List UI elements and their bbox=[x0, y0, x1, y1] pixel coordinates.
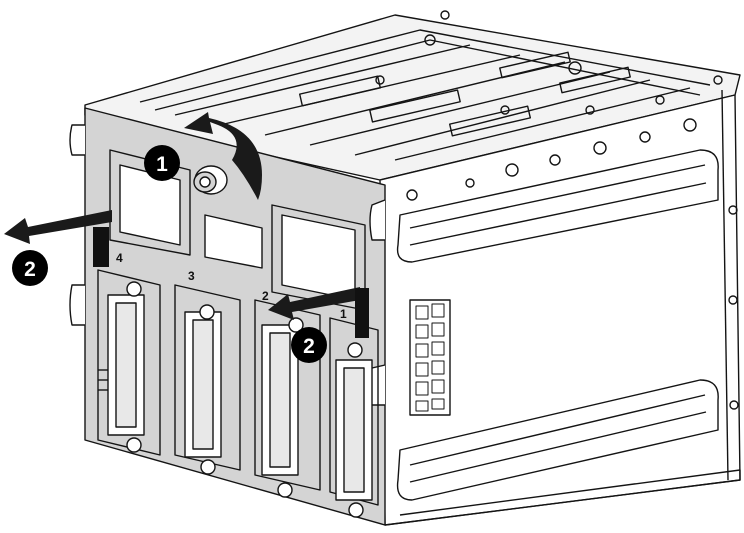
cage-front-plate bbox=[69, 107, 386, 526]
connector-bay-3 bbox=[184, 304, 222, 475]
cage-side-panel bbox=[379, 89, 741, 526]
callout-2-right: 2 bbox=[291, 327, 327, 363]
thumbscrew bbox=[193, 165, 228, 195]
slot-label-1: 1 bbox=[340, 307, 347, 321]
callout-1-label: 1 bbox=[156, 153, 168, 176]
connector-bay-4 bbox=[98, 281, 145, 453]
latch-tab-right bbox=[355, 288, 369, 338]
callout-2-left-label: 2 bbox=[24, 258, 36, 281]
rotate-arrow bbox=[184, 112, 262, 200]
slot-labels: 4 3 2 1 bbox=[116, 251, 347, 321]
slot-label-4: 4 bbox=[116, 251, 123, 265]
callout-2-left: 2 bbox=[12, 250, 48, 286]
callout-2-right-label: 2 bbox=[303, 335, 315, 358]
slot-label-2: 2 bbox=[262, 289, 269, 303]
slot-label-3: 3 bbox=[188, 269, 195, 283]
connector-bay-1 bbox=[335, 342, 373, 518]
pull-arrow-left bbox=[4, 210, 112, 244]
pull-arrow-right bbox=[268, 287, 360, 320]
callout-1: 1 bbox=[144, 145, 180, 181]
drive-connectors bbox=[98, 281, 373, 518]
latch-tab-left bbox=[93, 227, 109, 267]
